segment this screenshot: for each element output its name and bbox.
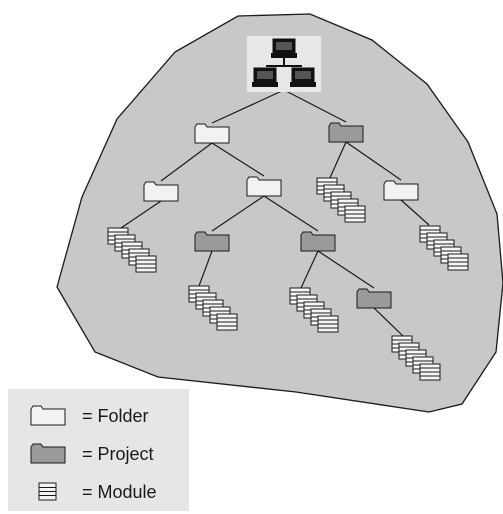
- legend-label-project: = Project: [82, 444, 154, 464]
- tree-edge: [345, 141, 402, 181]
- project-node: [300, 231, 336, 252]
- repository-region: [56, 13, 503, 413]
- module-stack: [107, 227, 157, 273]
- tree-edge: [317, 250, 375, 289]
- tree-nodes: [107, 36, 469, 381]
- module-stack: [391, 335, 441, 381]
- module-icon: [419, 363, 441, 381]
- module-icon: [135, 255, 157, 273]
- tree-edge: [328, 141, 347, 181]
- tree-edge: [117, 200, 162, 231]
- folder-node: [246, 176, 282, 197]
- legend: = Folder = Project = Module: [8, 389, 189, 511]
- tree-edge: [160, 142, 213, 182]
- project-icon: [30, 443, 66, 464]
- module-stack: [188, 285, 238, 331]
- folder-node: [383, 180, 419, 201]
- folder-node: [194, 123, 230, 144]
- module-icon: [38, 482, 57, 501]
- module-stack: [316, 177, 366, 223]
- module-icon: [216, 313, 238, 331]
- tree-edge: [283, 89, 347, 123]
- folder-icon: [30, 405, 66, 426]
- project-node: [356, 288, 392, 309]
- legend-label-folder: = Folder: [82, 406, 149, 426]
- tree-edge: [211, 142, 265, 177]
- network-computers-icon: [247, 36, 321, 92]
- tree-edge: [263, 195, 319, 232]
- legend-label-module: = Module: [82, 482, 157, 502]
- folder-node: [143, 181, 179, 202]
- project-node: [328, 122, 364, 143]
- module-stack: [289, 287, 339, 333]
- module-icon: [317, 315, 339, 333]
- module-stack: [419, 225, 469, 271]
- tree-edge: [198, 250, 213, 287]
- tree-edge: [373, 307, 404, 337]
- module-icon: [344, 205, 366, 223]
- tree-edge: [211, 89, 285, 124]
- module-icon: [447, 253, 469, 271]
- tree-edges: [117, 89, 430, 337]
- tree-edge: [211, 195, 265, 232]
- tree-edge: [300, 250, 319, 289]
- tree-edge: [400, 199, 430, 226]
- project-node: [194, 231, 230, 252]
